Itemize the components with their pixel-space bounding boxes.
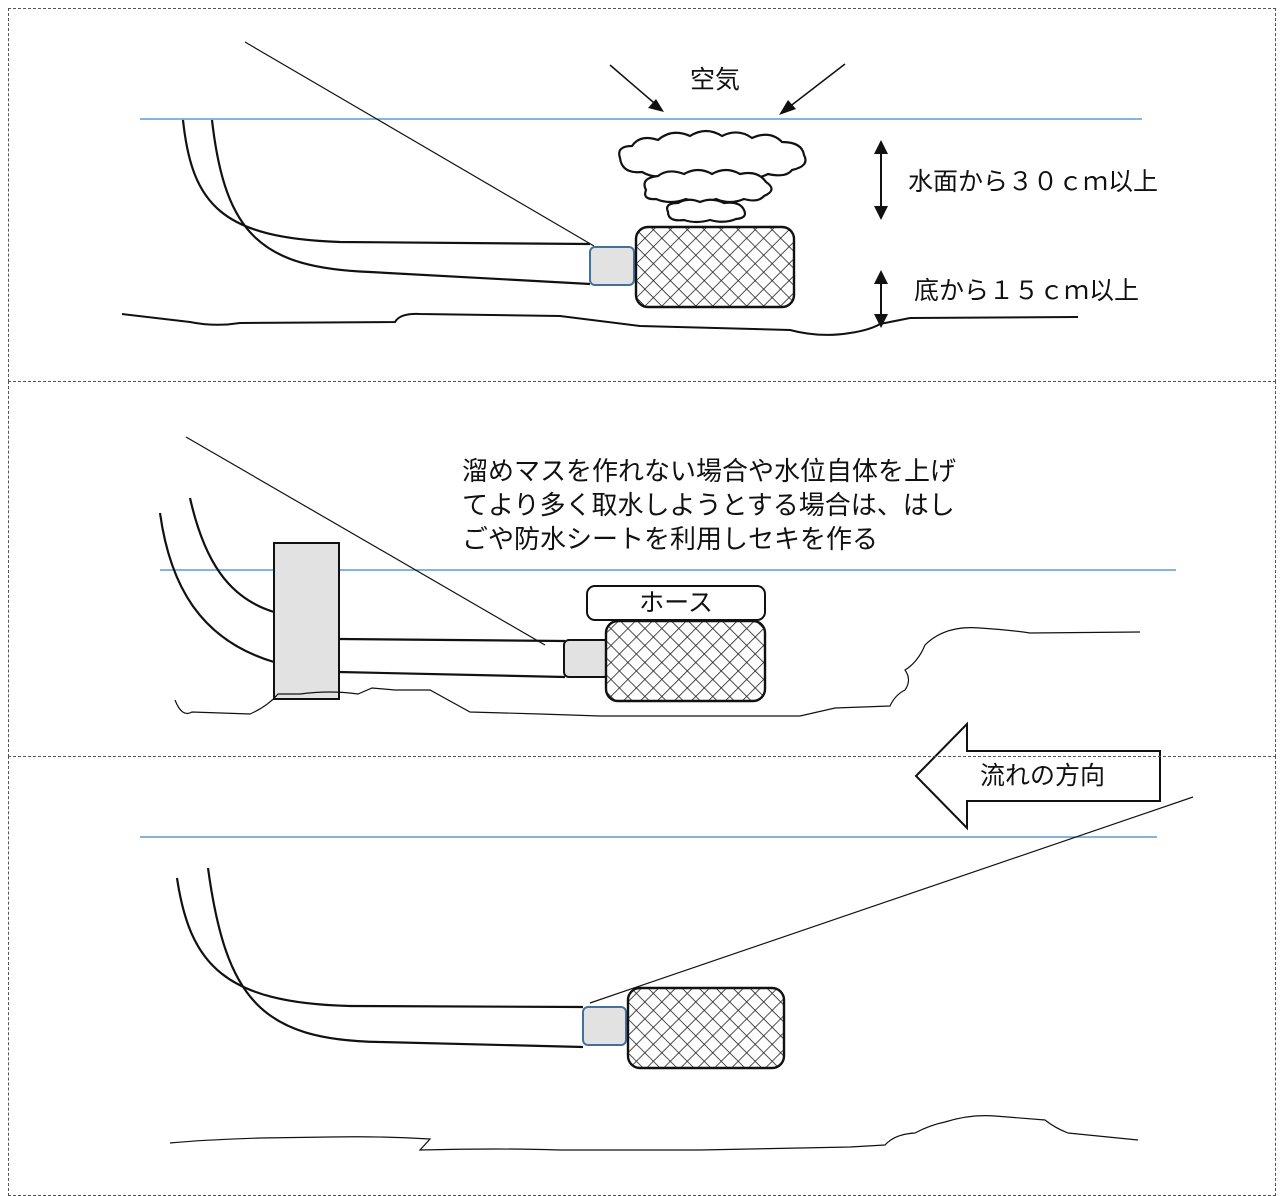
flow-direction-arrow-icon — [914, 721, 1161, 831]
hose-pipe — [158, 497, 566, 679]
air-arrow-right — [783, 63, 846, 112]
hose-pipe — [175, 867, 584, 1049]
rope-line — [589, 796, 1194, 1004]
bottom-clearance-arrow — [874, 270, 888, 328]
hose-coupler — [582, 1006, 627, 1046]
surface-clearance-arrow — [874, 140, 888, 220]
riverbed-line — [174, 627, 1141, 717]
rope-line — [185, 436, 546, 646]
surface-clearance-label: 水面から３０ｃｍ以上 — [908, 167, 1159, 196]
hose-pipe — [181, 119, 591, 286]
riverbed-line — [121, 312, 1079, 336]
panel-top-drawing — [121, 41, 1142, 336]
weir-note-line-3: ごや防水シートを利用しセキを作る — [462, 525, 879, 555]
hose-coupler — [589, 246, 635, 286]
flow-direction-label: 流れの方向 — [980, 761, 1106, 790]
cloud-icon — [618, 129, 807, 224]
strainer-basket — [634, 225, 796, 309]
panel-bottom — [8, 756, 1276, 1196]
strainer-basket — [626, 986, 786, 1070]
air-arrow-left — [609, 64, 661, 109]
rope-line — [244, 41, 595, 247]
bottom-clearance-label: 底から１５ｃｍ以上 — [914, 276, 1140, 305]
air-arrowhead-left — [648, 99, 664, 112]
weir-note-line-1: 溜めマスを作れない場合や水位自体を上げ — [462, 457, 957, 487]
weir-board — [273, 542, 340, 700]
hose-label: ホース — [639, 588, 713, 617]
air-label: 空気 — [690, 65, 741, 94]
weir-note-line-2: てより多く取水しようとする場合は、はし — [462, 491, 955, 521]
panel-bottom-drawing — [140, 721, 1194, 1151]
air-arrowhead-right — [779, 100, 796, 115]
panel-middle — [8, 381, 1276, 757]
riverbed-line — [169, 1115, 1139, 1151]
hose-label-box — [586, 585, 766, 621]
panel-middle-drawing — [158, 436, 1176, 717]
